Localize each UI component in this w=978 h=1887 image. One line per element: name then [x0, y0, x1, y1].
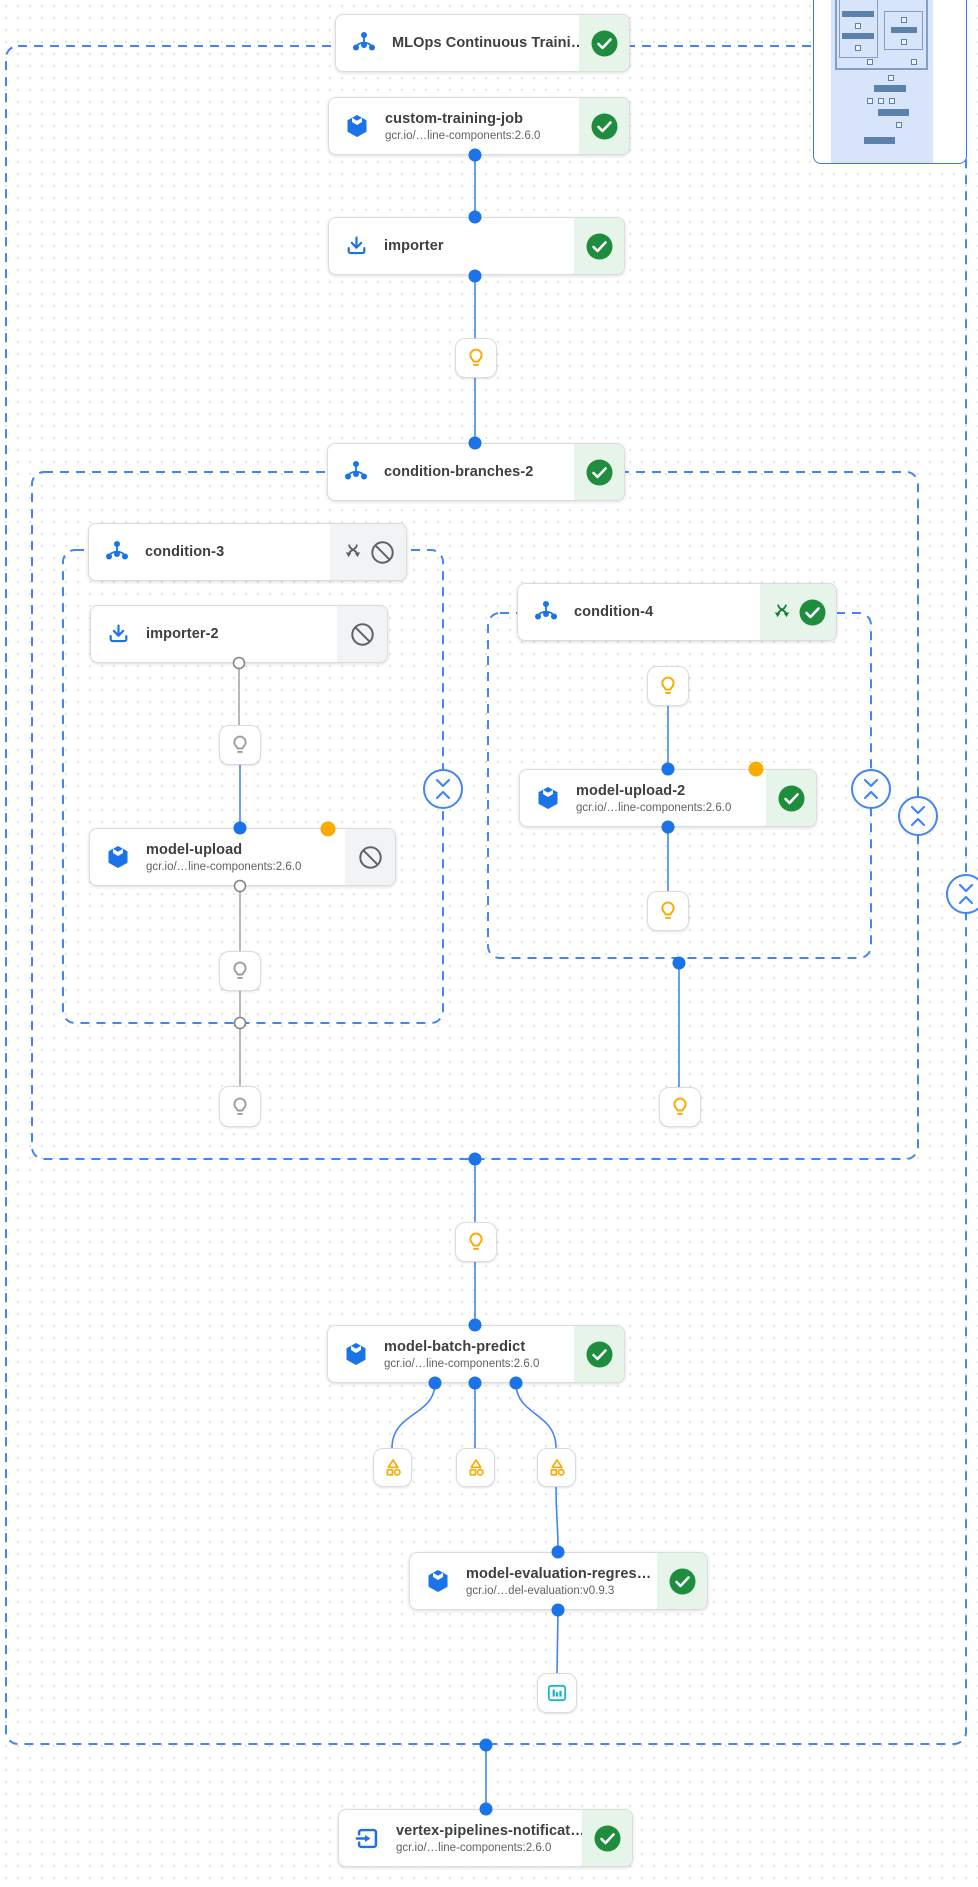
- node-title: condition-4: [574, 604, 654, 620]
- success-check-icon: [799, 599, 825, 625]
- status-badge: [574, 444, 624, 500]
- exit-handler-node[interactable]: [455, 338, 497, 378]
- branch-not-taken-icon: [345, 544, 360, 557]
- pipeline-root-container-border: [5, 45, 967, 1745]
- collapse-button-condition-branches-2[interactable]: [898, 796, 938, 836]
- artifact-node[interactable]: [537, 1448, 576, 1487]
- success-check-icon: [591, 113, 617, 139]
- success-check-icon: [594, 1825, 620, 1851]
- node-custom-training-job[interactable]: custom-training-job gcr.io/…line-compone…: [328, 97, 630, 155]
- node-title: custom-training-job: [385, 110, 524, 127]
- component-cube-icon: [344, 113, 370, 139]
- exit-to-app-icon: [354, 1825, 381, 1852]
- node-mlops-pipeline[interactable]: MLOps Continuous Traini…: [335, 14, 630, 72]
- success-check-icon: [669, 1568, 695, 1594]
- success-check-icon: [778, 785, 804, 811]
- node-title: model-upload-2: [576, 782, 686, 799]
- skipped-icon: [350, 622, 374, 646]
- status-badge: [582, 1810, 632, 1866]
- lightbulb-icon: [661, 676, 675, 694]
- metrics-chart-icon: [547, 1684, 567, 1702]
- component-cube-icon: [343, 1341, 369, 1367]
- node-model-evaluation-regression[interactable]: model-evaluation-regres… gcr.io/…del-eva…: [409, 1552, 708, 1610]
- artifact-icon: [469, 1458, 484, 1476]
- status-badge: [574, 1326, 624, 1382]
- exit-handler-node[interactable]: [219, 725, 261, 765]
- node-title: condition-branches-2: [384, 464, 534, 480]
- node-subtitle: gcr.io/…line-components:2.6.0: [384, 1357, 540, 1370]
- branch-taken-icon: [774, 604, 789, 617]
- dag-minimap[interactable]: [813, 0, 967, 164]
- node-importer-2[interactable]: importer-2: [90, 605, 388, 663]
- artifact-node[interactable]: [456, 1448, 495, 1487]
- node-model-upload[interactable]: model-upload gcr.io/…line-components:2.6…: [89, 828, 396, 886]
- skipped-icon: [370, 540, 394, 564]
- component-cube-icon: [105, 844, 131, 870]
- importer-icon: [106, 622, 131, 647]
- metrics-artifact-node[interactable]: [537, 1673, 577, 1713]
- condition-icon: [104, 539, 130, 565]
- lightbulb-icon: [673, 1097, 687, 1115]
- success-check-icon: [591, 30, 617, 56]
- status-badge: [345, 829, 395, 885]
- importer-icon: [344, 234, 369, 259]
- node-subtitle: gcr.io/…line-components:2.6.0: [576, 801, 732, 814]
- artifact-node[interactable]: [373, 1448, 412, 1487]
- lightbulb-icon: [233, 961, 247, 979]
- exit-handler-node[interactable]: [219, 1086, 261, 1127]
- component-cube-icon: [425, 1568, 451, 1594]
- status-badge: [574, 218, 624, 274]
- status-badge: [330, 524, 406, 580]
- status-badge: [579, 15, 629, 71]
- node-condition-branches-2[interactable]: condition-branches-2: [327, 443, 625, 501]
- node-title: importer-2: [146, 626, 219, 642]
- node-condition-4[interactable]: condition-4: [517, 583, 837, 641]
- exit-handler-node[interactable]: [455, 1222, 497, 1262]
- status-badge: [337, 606, 387, 662]
- exit-handler-node[interactable]: [647, 666, 689, 706]
- status-badge: [579, 98, 629, 154]
- exit-handler-node[interactable]: [659, 1087, 701, 1127]
- node-title: importer: [384, 238, 444, 254]
- condition-icon: [533, 599, 559, 625]
- node-subtitle: gcr.io/…line-components:2.6.0: [146, 860, 302, 873]
- node-title: model-evaluation-regres…: [466, 1565, 652, 1582]
- node-title: model-upload: [146, 841, 243, 858]
- node-subtitle: gcr.io/…line-components:2.6.0: [385, 129, 541, 142]
- lightbulb-icon: [469, 348, 483, 366]
- exit-handler-node[interactable]: [647, 891, 689, 931]
- node-importer[interactable]: importer: [328, 217, 625, 275]
- condition-icon: [351, 30, 377, 56]
- node-vertex-pipelines-notification[interactable]: vertex-pipelines-notificat… gcr.io/…line…: [338, 1809, 633, 1867]
- skipped-icon: [358, 845, 382, 869]
- condition-icon: [343, 459, 369, 485]
- node-title: vertex-pipelines-notificat…: [396, 1822, 582, 1839]
- status-badge: [657, 1553, 707, 1609]
- status-badge: [766, 770, 816, 826]
- success-check-icon: [586, 1341, 612, 1367]
- node-title: MLOps Continuous Traini…: [392, 35, 579, 51]
- component-cube-icon: [535, 785, 561, 811]
- lightbulb-icon: [469, 1232, 483, 1250]
- lightbulb-icon: [661, 901, 675, 919]
- lightbulb-icon: [233, 1097, 247, 1115]
- artifact-icon: [550, 1458, 565, 1476]
- lightbulb-icon: [233, 735, 247, 753]
- status-badge: [760, 584, 836, 640]
- node-condition-3[interactable]: condition-3: [88, 523, 407, 581]
- artifact-icon: [386, 1458, 401, 1476]
- exit-handler-node[interactable]: [219, 951, 261, 991]
- success-check-icon: [586, 459, 612, 485]
- node-subtitle: gcr.io/…line-components:2.6.0: [396, 1841, 552, 1854]
- collapse-button-condition-4[interactable]: [851, 769, 891, 809]
- node-subtitle: gcr.io/…del-evaluation:v0.9.3: [466, 1584, 615, 1597]
- node-model-batch-predict[interactable]: model-batch-predict gcr.io/…line-compone…: [327, 1325, 625, 1383]
- collapse-button-condition-3[interactable]: [423, 769, 463, 809]
- node-title: condition-3: [145, 544, 225, 560]
- node-title: model-batch-predict: [384, 1338, 526, 1355]
- success-check-icon: [586, 233, 612, 259]
- node-model-upload-2[interactable]: model-upload-2 gcr.io/…line-components:2…: [519, 769, 817, 827]
- collapse-button-pipeline-root[interactable]: [946, 874, 978, 914]
